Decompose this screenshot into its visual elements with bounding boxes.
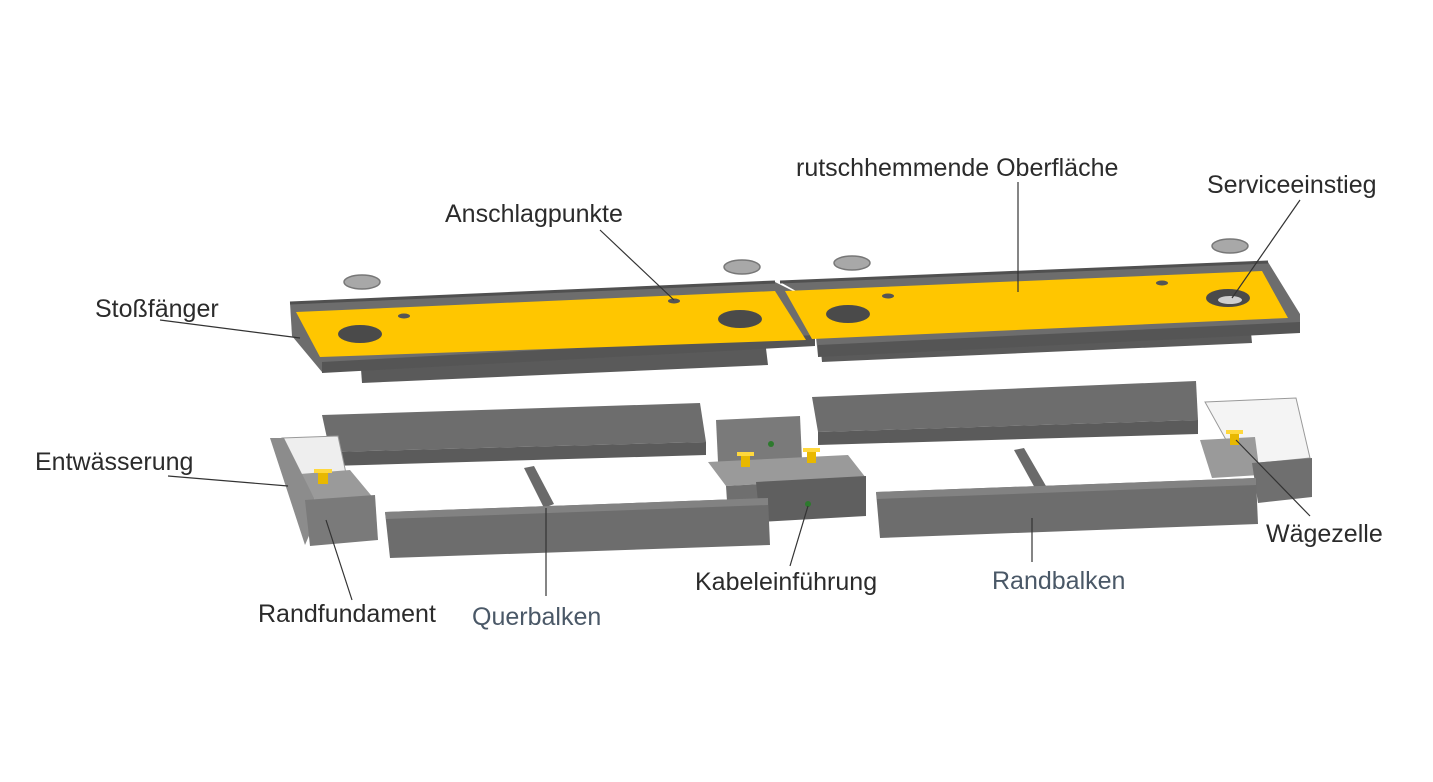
label-querbalken: Querbalken [472, 603, 602, 631]
lifting-point-4 [1156, 280, 1168, 286]
cover-disc-2 [723, 259, 761, 275]
back-edge-beam-right-lip [818, 420, 1198, 445]
front-edge-beam-left-top [385, 498, 768, 519]
nonslip-surface-left [296, 291, 806, 357]
label-waegezelle: Wägezelle [1266, 520, 1383, 548]
label-randbalken: Randbalken [992, 567, 1126, 595]
label-randfundament: Randfundament [258, 600, 436, 628]
leader-lines [159, 182, 1311, 601]
end-foundation-right-front [1252, 458, 1312, 503]
lifting-point-2 [668, 298, 680, 304]
cover-disc-4 [1211, 238, 1249, 254]
label-serviceeinstieg: Serviceeinstieg [1207, 171, 1377, 199]
service-hole-4-inner [1218, 296, 1242, 304]
end-foundation-left-front [305, 495, 378, 546]
label-entwaesserung: Entwässerung [35, 448, 194, 476]
load-cell-left [314, 469, 332, 484]
leader-entwaesserung [167, 475, 289, 487]
leader-serviceeinstieg [1231, 199, 1301, 299]
plate-rim-left [289, 280, 776, 305]
cable-entry-2 [805, 501, 811, 507]
plate-rim-right [779, 260, 1269, 284]
load-cell-center-1 [737, 452, 754, 467]
lifting-point-3 [882, 293, 894, 299]
back-edge-beam-left [322, 403, 706, 452]
label-oberflaeche: rutschhemmende Oberfläche [796, 154, 1119, 182]
back-edge-beam-left-lip [330, 442, 706, 466]
leader-anschlagpunkte [599, 229, 675, 301]
label-stossfaenger: Stoßfänger [95, 295, 219, 323]
center-foundation-step [756, 476, 866, 522]
leader-kabeleinfuehrung [789, 505, 809, 567]
back-edge-beam-right [812, 381, 1198, 432]
end-foundation-right-base [1200, 437, 1260, 478]
leader-waegezelle [1235, 439, 1311, 517]
leader-randfundament [325, 519, 353, 601]
plate-frame-left-edge [322, 335, 815, 373]
cross-beam-right [1014, 448, 1046, 490]
load-cell-right [1226, 430, 1243, 445]
label-anschlagpunkte: Anschlagpunkte [445, 200, 623, 228]
nonslip-surface-right [785, 271, 1288, 339]
label-kabeleinfuehrung: Kabeleinführung [695, 568, 878, 596]
service-hole-3 [826, 305, 870, 323]
service-hole-1 [338, 325, 382, 343]
service-hole-2 [718, 310, 762, 328]
leader-stossfaenger [159, 319, 301, 339]
load-cell-center-2 [803, 448, 820, 463]
cover-disc-1 [343, 274, 381, 290]
plate-frame-right-edge [818, 322, 1300, 357]
cover-disc-3 [833, 255, 871, 271]
center-foundation-wall [716, 416, 802, 462]
foundation-frame [270, 381, 1312, 558]
lifting-point-1 [398, 313, 410, 319]
front-edge-beam-right-top [876, 478, 1256, 499]
cross-beam-left [524, 466, 554, 508]
cable-entry-1 [768, 441, 774, 447]
deck-plates [289, 238, 1300, 383]
